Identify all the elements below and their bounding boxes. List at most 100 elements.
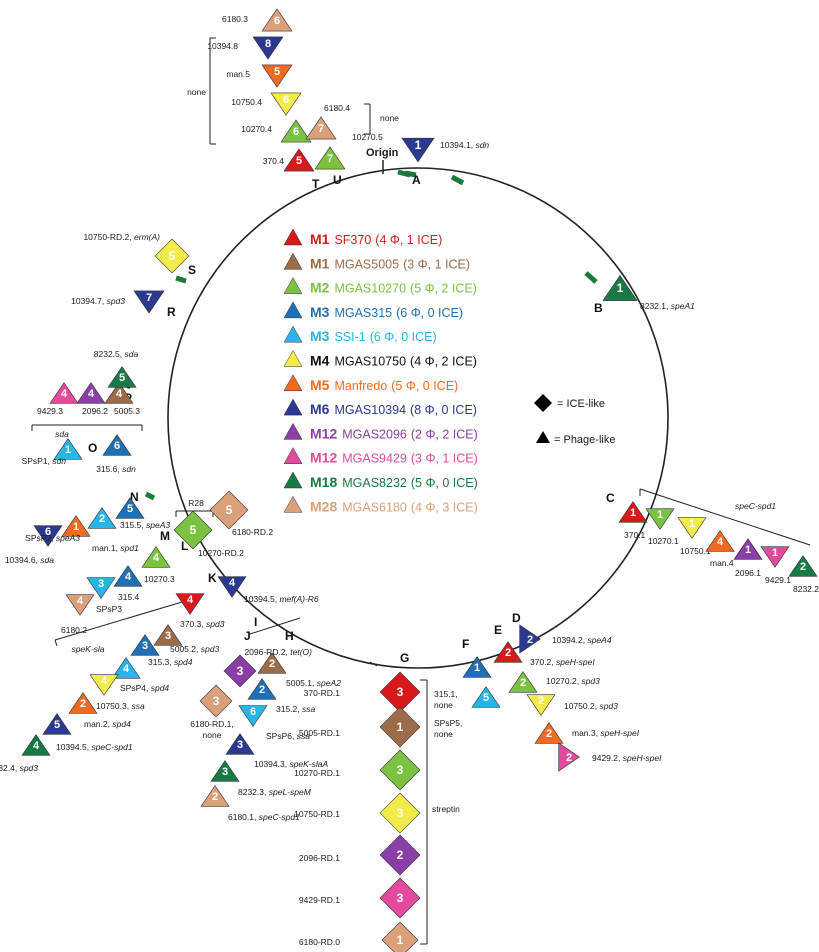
shape-key: = ICE-like= Phage-like bbox=[534, 394, 615, 446]
marker-gene: spd1 bbox=[118, 543, 139, 553]
marker-label-id: 6180-RD.2 bbox=[232, 527, 273, 537]
marker-label: 315.5, speA3 bbox=[120, 520, 170, 530]
marker-number: 5 bbox=[127, 503, 133, 515]
bracket-label-l_group: R28 bbox=[188, 498, 204, 508]
marker-gene: spd4 bbox=[110, 719, 131, 729]
marker-label-id: 315.1, bbox=[434, 689, 458, 699]
legend-strain-info: (5 Φ, 0 ICE) bbox=[411, 476, 478, 490]
marker-label: 8232.1, speA1 bbox=[640, 301, 695, 311]
phage-triangle bbox=[618, 501, 648, 523]
marker-label: 10750.2, spd3 bbox=[564, 701, 618, 711]
marker-label-id: 10270.5 bbox=[352, 132, 383, 142]
ice-diamond bbox=[379, 792, 421, 834]
marker-number: 3 bbox=[213, 694, 220, 708]
marker-gene: ssa bbox=[300, 704, 316, 714]
marker-number: 2 bbox=[546, 728, 552, 740]
phage-triangle bbox=[493, 641, 523, 663]
marker-label-id: 9429-RD.1 bbox=[299, 895, 340, 905]
marker-label: 5005.2, spd3 bbox=[170, 644, 219, 654]
marker-label: 10270.1 bbox=[648, 536, 679, 546]
ice-diamond bbox=[379, 706, 421, 748]
marker-gene: spd3 bbox=[579, 676, 600, 686]
phage-triangle bbox=[115, 497, 145, 519]
marker-gene: speH-speI bbox=[598, 728, 640, 738]
marker-label: 6180.3 bbox=[222, 14, 248, 24]
marker-label: 9429.2, speH-speI bbox=[592, 753, 662, 763]
legend-strain-info: (5 Φ, 2 ICE) bbox=[410, 282, 477, 296]
marker-label: 10394.5, speC-spd1 bbox=[56, 742, 133, 752]
legend-strain-name: MGAS10750 bbox=[334, 355, 406, 369]
marker-label-id: 5005.2, bbox=[170, 644, 198, 654]
phage-triangle bbox=[401, 137, 435, 163]
phage-triangle bbox=[270, 92, 302, 116]
marker-number: 2 bbox=[397, 848, 404, 862]
legend-triangle-icon bbox=[283, 277, 303, 294]
marker-gene: spd3 bbox=[204, 619, 225, 629]
phage-triangle bbox=[314, 146, 346, 170]
site-letter-k: K bbox=[208, 571, 217, 585]
legend-strain-name: MGAS9429 bbox=[342, 452, 407, 466]
marker-label-id: 370-RD.1 bbox=[304, 688, 341, 698]
site-letter-m: M bbox=[160, 529, 170, 543]
ice-square bbox=[154, 238, 190, 274]
phage-like-key-icon bbox=[536, 431, 550, 443]
marker-label-id: 10270.1 bbox=[648, 536, 679, 546]
legend-m-type: M3 bbox=[310, 328, 330, 344]
marker-label: 2096.1 bbox=[735, 568, 761, 578]
marker-number: 1 bbox=[397, 720, 404, 734]
marker-label-id: 8232.1, bbox=[640, 301, 668, 311]
legend-strain-info: (4 Φ, 3 ICE) bbox=[411, 500, 478, 514]
marker-number: 3 bbox=[142, 640, 148, 652]
marker-label-id: SPsP6, bbox=[266, 731, 294, 741]
phage-triangle bbox=[76, 382, 106, 404]
marker-number: 3 bbox=[222, 766, 228, 778]
marker-label-id: 10394.1, bbox=[440, 140, 473, 150]
marker-label-id: SPsP2, bbox=[25, 533, 53, 543]
marker-number: 1 bbox=[630, 507, 636, 519]
marker-label: 9429.3 bbox=[37, 406, 63, 416]
marker-number: 1 bbox=[745, 544, 751, 556]
phage-triangle bbox=[280, 119, 312, 143]
marker-label-id: 10750.2, bbox=[564, 701, 597, 711]
marker-number: 4 bbox=[153, 552, 160, 564]
legend-strain-name: MGAS6180 bbox=[342, 500, 407, 514]
marker-label: 10270.5 bbox=[352, 132, 383, 142]
ice-like-key-icon bbox=[534, 394, 552, 412]
marker-gene: spd3 bbox=[198, 644, 219, 654]
marker-label: 10394.6, sda bbox=[5, 555, 54, 565]
leader-line bbox=[369, 661, 378, 667]
marker-gene: sdn bbox=[50, 456, 66, 466]
marker-number: 4 bbox=[229, 577, 236, 589]
marker-label: SPsP4, spd4 bbox=[120, 683, 169, 693]
marker-label-id: 5005.1, bbox=[286, 678, 314, 688]
phage-triangle bbox=[238, 705, 268, 727]
legend-strain-name: Manfredo bbox=[334, 379, 387, 393]
site-letter-i: I bbox=[254, 615, 257, 629]
marker-number: 3 bbox=[98, 578, 104, 590]
marker-number: 4 bbox=[77, 595, 84, 607]
marker-number: 1 bbox=[73, 521, 79, 533]
phage-like-key-label: = Phage-like bbox=[554, 434, 615, 446]
site-tick bbox=[404, 170, 417, 178]
marker-label-id: man.4 bbox=[710, 558, 734, 568]
